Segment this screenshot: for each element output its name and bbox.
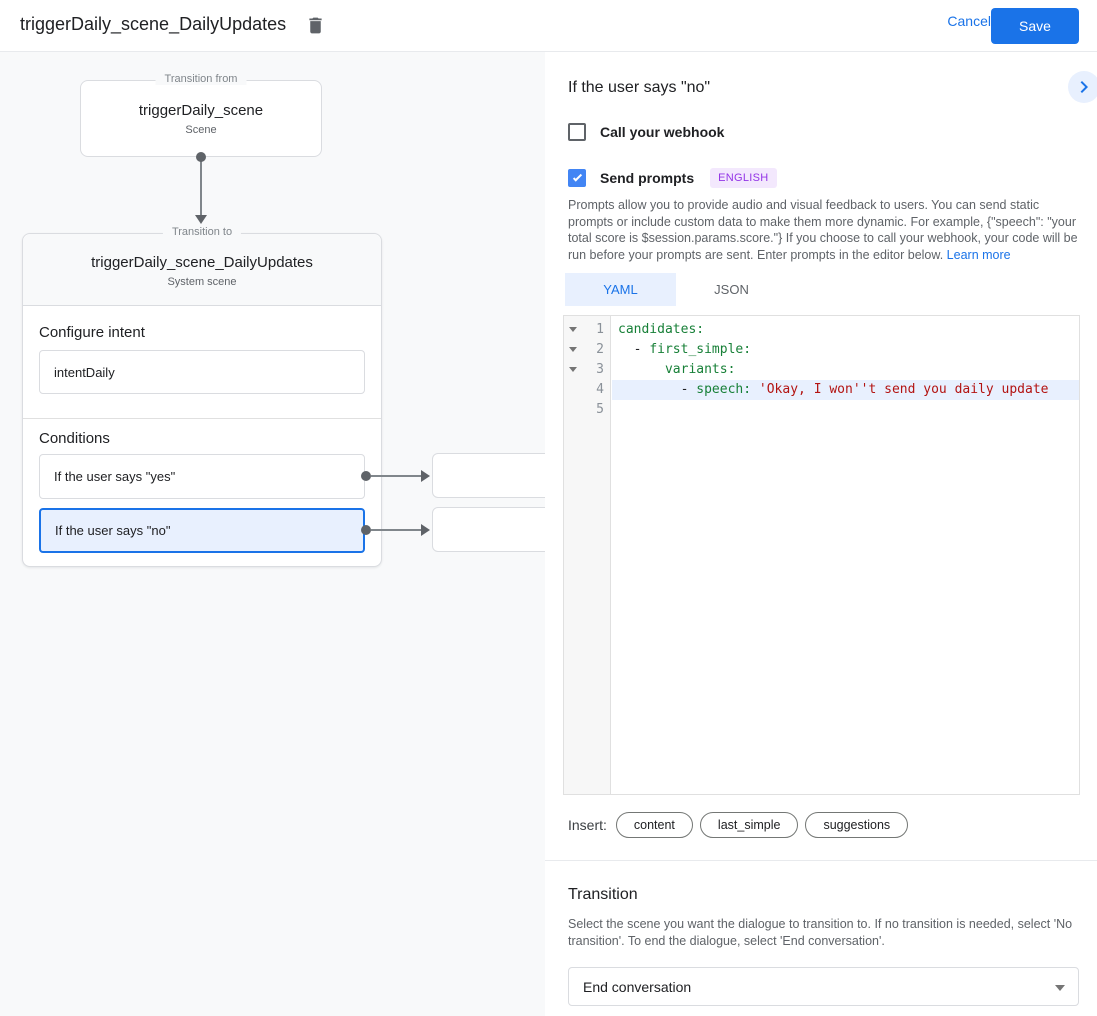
yaml-key: variants: [664,362,736,377]
insert-chip-content[interactable]: content [615,812,693,838]
prompts-description: Prompts allow you to provide audio and v… [568,197,1082,263]
line-number: 5 [596,402,604,417]
editor-gutter: 1 2 3 4 5 [564,316,611,794]
line-number: 2 [596,342,604,357]
line-number: 1 [596,322,604,337]
top-bar: triggerDaily_scene_DailyUpdates Cancel S… [0,0,1097,52]
code-line-selected: - speech: 'Okay, I won''t send you daily… [612,380,1079,400]
line-number: 3 [596,362,604,377]
intent-field[interactable]: intentDaily [39,350,365,394]
gutter-row: 4 [564,380,611,400]
trash-icon [308,17,322,34]
conditions-label: Conditions [39,430,110,447]
connector-line [371,529,421,531]
target-scene-box[interactable] [432,507,552,552]
yaml-key: speech: [696,382,752,397]
dropdown-caret-icon [1055,985,1065,991]
webhook-checkbox[interactable] [568,123,586,141]
gutter-row: 5 [564,400,611,420]
connector-dot [361,471,371,481]
to-scene-card: triggerDaily_scene_DailyUpdates System s… [22,233,382,567]
connector-line [371,475,421,477]
tab-json[interactable]: JSON [714,282,749,297]
connector-dot [196,152,206,162]
code-line [612,400,1079,420]
condition-detail-panel: If the user says "no" Call your webhook … [545,52,1097,1016]
send-prompts-checkbox[interactable] [568,169,586,187]
connector-line [200,158,202,216]
transition-section-title: Transition [568,886,638,903]
section-divider [545,860,1097,861]
yaml-punct: - [618,382,697,397]
send-prompts-checkbox-row[interactable]: Send prompts ENGLISH [568,168,777,188]
to-scene-header[interactable]: triggerDaily_scene_DailyUpdates System s… [23,234,381,306]
cancel-button[interactable]: Cancel [947,13,991,29]
save-button[interactable]: Save [991,8,1079,44]
arrow-down-icon [195,215,207,224]
insert-chip-suggestions[interactable]: suggestions [805,812,909,838]
code-line: variants: [612,360,1079,380]
prompts-description-text: Prompts allow you to provide audio and v… [568,198,1078,262]
to-scene-title: triggerDaily_scene_DailyUpdates [91,254,313,271]
fold-arrow-icon[interactable] [569,327,577,332]
tab-yaml[interactable]: YAML [565,273,676,306]
yaml-string: 'Okay, I won''t send you daily update [751,382,1049,397]
from-scene-title: triggerDaily_scene [138,102,264,119]
webhook-checkbox-row[interactable]: Call your webhook [568,123,724,141]
insert-chip-last-simple[interactable]: last_simple [699,812,799,838]
condition-row-yes[interactable]: If the user says "yes" [39,454,365,499]
flow-canvas: Transition from triggerDaily_scene Scene… [0,52,552,1016]
yaml-punct [618,362,665,377]
fold-arrow-icon[interactable] [569,347,577,352]
from-scene-card[interactable]: triggerDaily_scene Scene [80,80,322,157]
code-line: candidates: [612,320,1079,340]
configure-intent-label: Configure intent [39,324,145,341]
line-number: 4 [596,382,604,397]
code-editor[interactable]: 1 2 3 4 5 candidates: - f [563,315,1080,795]
arrow-right-icon [421,524,430,536]
checkmark-icon [572,172,583,182]
page-title: triggerDaily_scene_DailyUpdates [20,14,287,34]
send-prompts-label: Send prompts [600,170,695,186]
transition-from-label: Transition from [155,73,247,85]
delete-button[interactable] [302,14,328,40]
gutter-row: 3 [564,360,611,380]
transition-select-value: End conversation [583,978,692,995]
yaml-key: first_simple: [649,342,752,357]
from-scene-type: Scene [185,124,217,136]
condition-row-no[interactable]: If the user says "no" [39,508,365,553]
yaml-punct: - [618,342,650,357]
card-divider [23,418,381,419]
fold-arrow-icon[interactable] [569,367,577,372]
insert-row: Insert: content last_simple suggestions [568,812,915,838]
transition-to-label: Transition to [162,226,242,238]
code-area[interactable]: candidates: - first_simple: variants: - … [612,316,1079,794]
insert-label: Insert: [568,817,607,833]
target-scene-box[interactable] [432,453,552,498]
webhook-label: Call your webhook [600,124,725,140]
learn-more-link[interactable]: Learn more [946,247,1011,262]
panel-title: If the user says "no" [568,79,711,96]
gutter-row: 1 [564,320,611,340]
transition-description: Select the scene you want the dialogue t… [568,917,1073,948]
arrow-right-icon [421,470,430,482]
to-scene-type: System scene [167,276,237,288]
connector-dot [361,525,371,535]
transition-select[interactable]: End conversation [568,967,1079,1006]
chevron-right-icon [1080,81,1088,93]
code-line: - first_simple: [612,340,1079,360]
collapse-panel-button[interactable] [1068,71,1097,103]
yaml-key: candidates: [618,322,705,337]
language-badge: ENGLISH [710,168,777,188]
gutter-row: 2 [564,340,611,360]
